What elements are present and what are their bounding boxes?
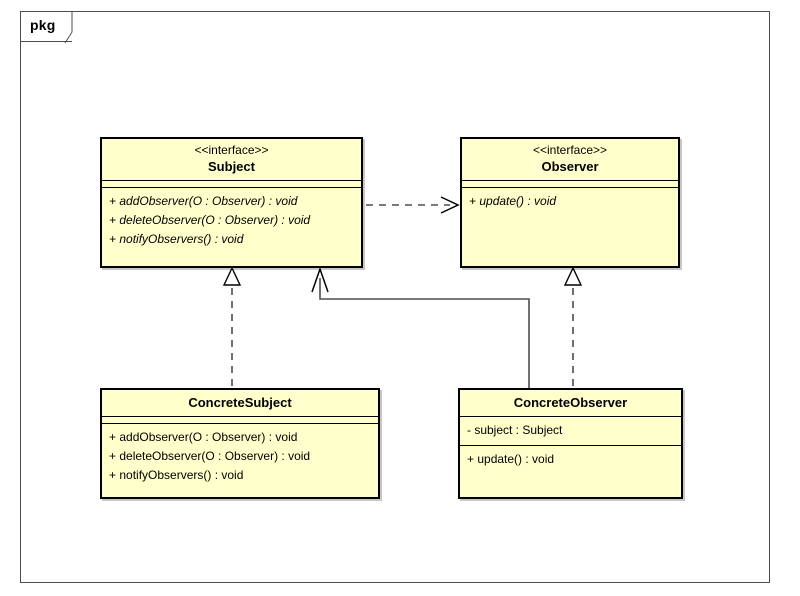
concreteobserver-operations-compartment: + update() : void [460, 445, 681, 474]
package-label: pkg [30, 17, 56, 33]
concretesubject-operation: + notifyObservers() : void [109, 468, 244, 482]
observer-header-compartment: <<interface>> Observer [462, 139, 678, 180]
concreteobserver-attribute: - subject : Subject [467, 423, 563, 437]
class-box-subject[interactable]: <<interface>> Subject + addObserver(O : … [100, 137, 363, 268]
class-box-concretesubject[interactable]: ConcreteSubject + addObserver(O : Observ… [100, 388, 380, 499]
observer-attributes-compartment [462, 180, 678, 187]
concretesubject-attributes-compartment [102, 416, 378, 423]
concreteobserver-operation: + update() : void [467, 452, 555, 466]
subject-operation: + addObserver(O : Observer) : void [109, 194, 298, 208]
package-tab [20, 11, 72, 42]
concretesubject-operations-compartment: + addObserver(O : Observer) : void + del… [102, 423, 378, 490]
concreteobserver-attributes-compartment: - subject : Subject [460, 416, 681, 445]
observer-operation: + update() : void [469, 194, 557, 208]
concretesubject-header-compartment: ConcreteSubject [102, 390, 378, 416]
package-tab-corner-icon [64, 11, 73, 44]
concreteobserver-name: ConcreteObserver [513, 395, 628, 410]
subject-operations-compartment: + addObserver(O : Observer) : void + del… [102, 187, 361, 254]
concreteobserver-header-compartment: ConcreteObserver [460, 390, 681, 416]
subject-attributes-compartment [102, 180, 361, 187]
subject-operation: + notifyObservers() : void [109, 232, 244, 246]
concretesubject-operation: + addObserver(O : Observer) : void [109, 430, 298, 444]
subject-name: Subject [208, 159, 255, 174]
observer-name: Observer [541, 159, 599, 174]
concretesubject-operation: + deleteObserver(O : Observer) : void [109, 449, 311, 463]
concretesubject-name: ConcreteSubject [188, 395, 292, 410]
subject-header-compartment: <<interface>> Subject [102, 139, 361, 180]
subject-stereotype: <<interface>> [194, 143, 269, 157]
observer-stereotype: <<interface>> [532, 143, 608, 157]
class-box-observer[interactable]: <<interface>> Observer + update() : void [460, 137, 680, 268]
observer-operations-compartment: + update() : void [462, 187, 678, 216]
class-box-concreteobserver[interactable]: ConcreteObserver - subject : Subject + u… [458, 388, 683, 499]
package-frame [20, 11, 770, 583]
subject-operation: + deleteObserver(O : Observer) : void [109, 213, 311, 227]
